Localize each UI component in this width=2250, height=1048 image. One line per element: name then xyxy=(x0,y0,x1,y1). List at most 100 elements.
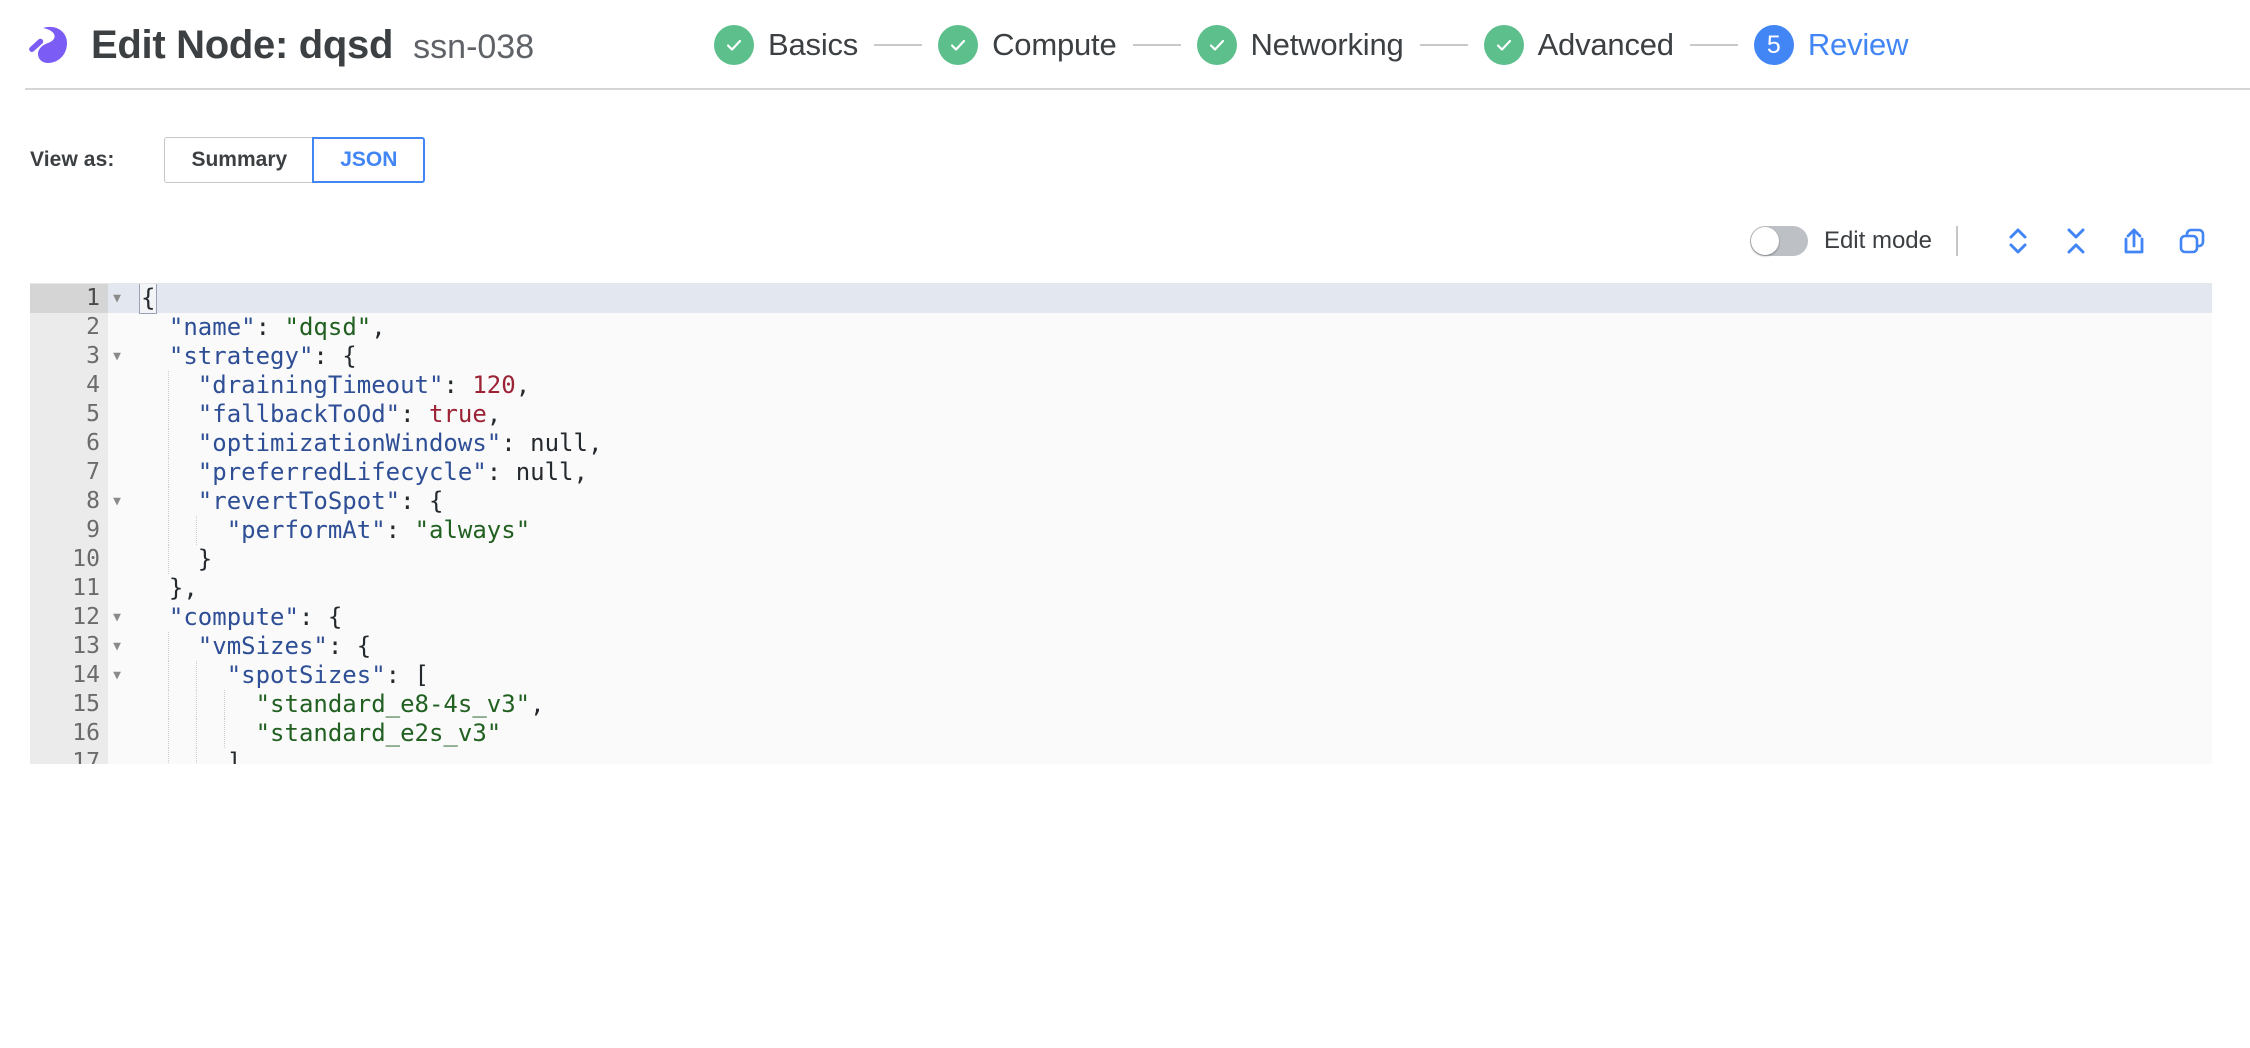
code-line[interactable]: 8▼ "revertToSpot": { xyxy=(30,487,2212,516)
code-line[interactable]: 14 ▼ "spotSizes": [ xyxy=(30,661,2212,690)
editor-toolbar: Edit mode xyxy=(0,219,2214,263)
token-punct: : { xyxy=(327,632,372,660)
token-str: "always" xyxy=(414,516,531,544)
code-line[interactable]: 2▼ "name": "dqsd", xyxy=(30,313,2212,342)
line-number: 3 xyxy=(30,342,108,371)
token-key: "vmSizes" xyxy=(197,632,328,660)
node-id-subtitle: ssn-038 xyxy=(413,27,535,66)
view-as-json-button[interactable]: JSON xyxy=(312,137,426,183)
line-number: 15 xyxy=(30,690,108,719)
collapse-all-icon xyxy=(2062,225,2090,257)
line-number: 5 xyxy=(30,400,108,429)
token-punct: : [ xyxy=(385,661,430,689)
step-advanced[interactable]: Advanced xyxy=(1483,25,1674,65)
indent-guide xyxy=(196,690,198,719)
indent-guide xyxy=(196,748,198,764)
token-punct: : xyxy=(443,371,473,399)
line-number: 11 xyxy=(30,574,108,603)
code-text: "spotSizes": [ xyxy=(126,661,2212,690)
code-line[interactable]: 1▼{ xyxy=(30,284,2212,314)
view-as-summary-button[interactable]: Summary xyxy=(164,137,314,183)
fold-toggle-icon[interactable]: ▼ xyxy=(113,291,121,306)
token-null: null xyxy=(530,429,588,457)
code-line[interactable]: 17▼ ], xyxy=(30,748,2212,764)
code-text: "fallbackToOd": true, xyxy=(126,400,2212,429)
code-line[interactable]: 13▼ "vmSizes": { xyxy=(30,632,2212,661)
step-connector xyxy=(1132,44,1181,46)
token-punct: , xyxy=(530,690,545,718)
token-key: "optimizationWindows" xyxy=(197,429,502,457)
code-text: "preferredLifecycle": null, xyxy=(126,458,2212,487)
code-text: "vmSizes": { xyxy=(126,632,2212,661)
code-line[interactable]: 6▼ "optimizationWindows": null, xyxy=(30,429,2212,458)
code-line[interactable]: 9▼ "performAt": "always" xyxy=(30,516,2212,545)
token-str: "standard_e8-4s_v3" xyxy=(255,690,531,718)
copy-icon xyxy=(2176,225,2208,257)
code-line[interactable]: 5▼ "fallbackToOd": true, xyxy=(30,400,2212,429)
page-title: Edit Node: dqsd xyxy=(91,22,394,67)
step-basics[interactable]: Basics xyxy=(714,25,858,65)
code-line[interactable]: 12▼ "compute": { xyxy=(30,603,2212,632)
page-title-group: Edit Node: dqsd ssn-038 xyxy=(91,23,534,68)
copy-button[interactable] xyxy=(2170,219,2214,263)
step-advanced-label: Advanced xyxy=(1537,27,1674,62)
expand-all-button[interactable] xyxy=(1996,219,2040,263)
step-networking[interactable]: Networking xyxy=(1196,25,1404,65)
view-as-row: View as: Summary JSON xyxy=(30,137,2250,183)
toolbar-divider xyxy=(1956,226,1958,256)
code-line[interactable]: 16▼ "standard_e2s_v3" xyxy=(30,719,2212,748)
expand-all-icon xyxy=(2004,225,2032,257)
share-icon xyxy=(2118,225,2150,257)
step-advanced-check-icon xyxy=(1483,25,1524,65)
code-line[interactable]: 3 ▼ "strategy": { xyxy=(30,342,2212,371)
code-line[interactable]: 15▼ "standard_e8-4s_v3", xyxy=(30,690,2212,719)
view-as-segmented-control: Summary JSON xyxy=(164,137,426,183)
indent-guide xyxy=(168,400,170,429)
code-text: "strategy": { xyxy=(126,342,2212,371)
line-number: 7 xyxy=(30,458,108,487)
share-button[interactable] xyxy=(2112,219,2156,263)
fold-toggle-icon[interactable]: ▼ xyxy=(113,639,121,654)
fold-toggle-icon[interactable]: ▼ xyxy=(113,668,121,683)
token-punct: : { xyxy=(400,487,444,515)
token-key: "strategy" xyxy=(168,342,314,370)
line-number: 17 xyxy=(30,748,108,764)
step-review-label: Review xyxy=(1807,27,1909,62)
token-key: "preferredLifecycle" xyxy=(197,458,487,486)
token-punct: : xyxy=(501,429,531,457)
collapse-all-button[interactable] xyxy=(2054,219,2098,263)
indent-guide xyxy=(196,661,198,690)
token-key: "performAt" xyxy=(226,516,386,544)
step-review[interactable]: 5 Review xyxy=(1753,25,1909,65)
code-line[interactable]: 10▼ } xyxy=(30,545,2212,574)
wizard-stepper: Basics Compute Networking xyxy=(700,0,1908,90)
fold-toggle-icon[interactable]: ▼ xyxy=(113,349,121,364)
line-number: 4 xyxy=(30,371,108,400)
line-number: 9 xyxy=(30,516,108,545)
line-number: 6 xyxy=(30,429,108,458)
view-as-label: View as: xyxy=(30,148,115,171)
step-connector xyxy=(1689,44,1738,46)
line-number: 10 xyxy=(30,545,108,574)
line-number: 1 xyxy=(30,284,108,313)
token-bool: true xyxy=(429,400,487,428)
fold-toggle-icon[interactable]: ▼ xyxy=(113,494,121,509)
indent-guide xyxy=(168,719,170,748)
line-number: 14 xyxy=(30,661,108,690)
json-code-editor[interactable]: 1▼{2▼ "name": "dqsd",3▼ "strategy": {4▼ … xyxy=(30,283,2212,764)
token-key: "revertToSpot" xyxy=(197,487,401,515)
indent-guide xyxy=(168,429,170,458)
indent-guide xyxy=(224,690,226,719)
edit-mode-toggle[interactable] xyxy=(1749,226,1808,256)
fold-toggle-icon[interactable]: ▼ xyxy=(113,610,121,625)
spot-logo-icon xyxy=(25,22,71,68)
step-review-number-label: 5 xyxy=(1766,30,1781,59)
code-line[interactable]: 11▼ }, xyxy=(30,574,2212,603)
indent-guide xyxy=(196,719,198,748)
code-line[interactable]: 7▼ "preferredLifecycle": null, xyxy=(30,458,2212,487)
step-compute[interactable]: Compute xyxy=(938,25,1117,65)
token-punct: , xyxy=(515,371,531,399)
step-networking-label: Networking xyxy=(1250,27,1404,62)
indent-guide xyxy=(168,371,170,400)
code-line[interactable]: 4▼ "drainingTimeout": 120, xyxy=(30,371,2212,400)
